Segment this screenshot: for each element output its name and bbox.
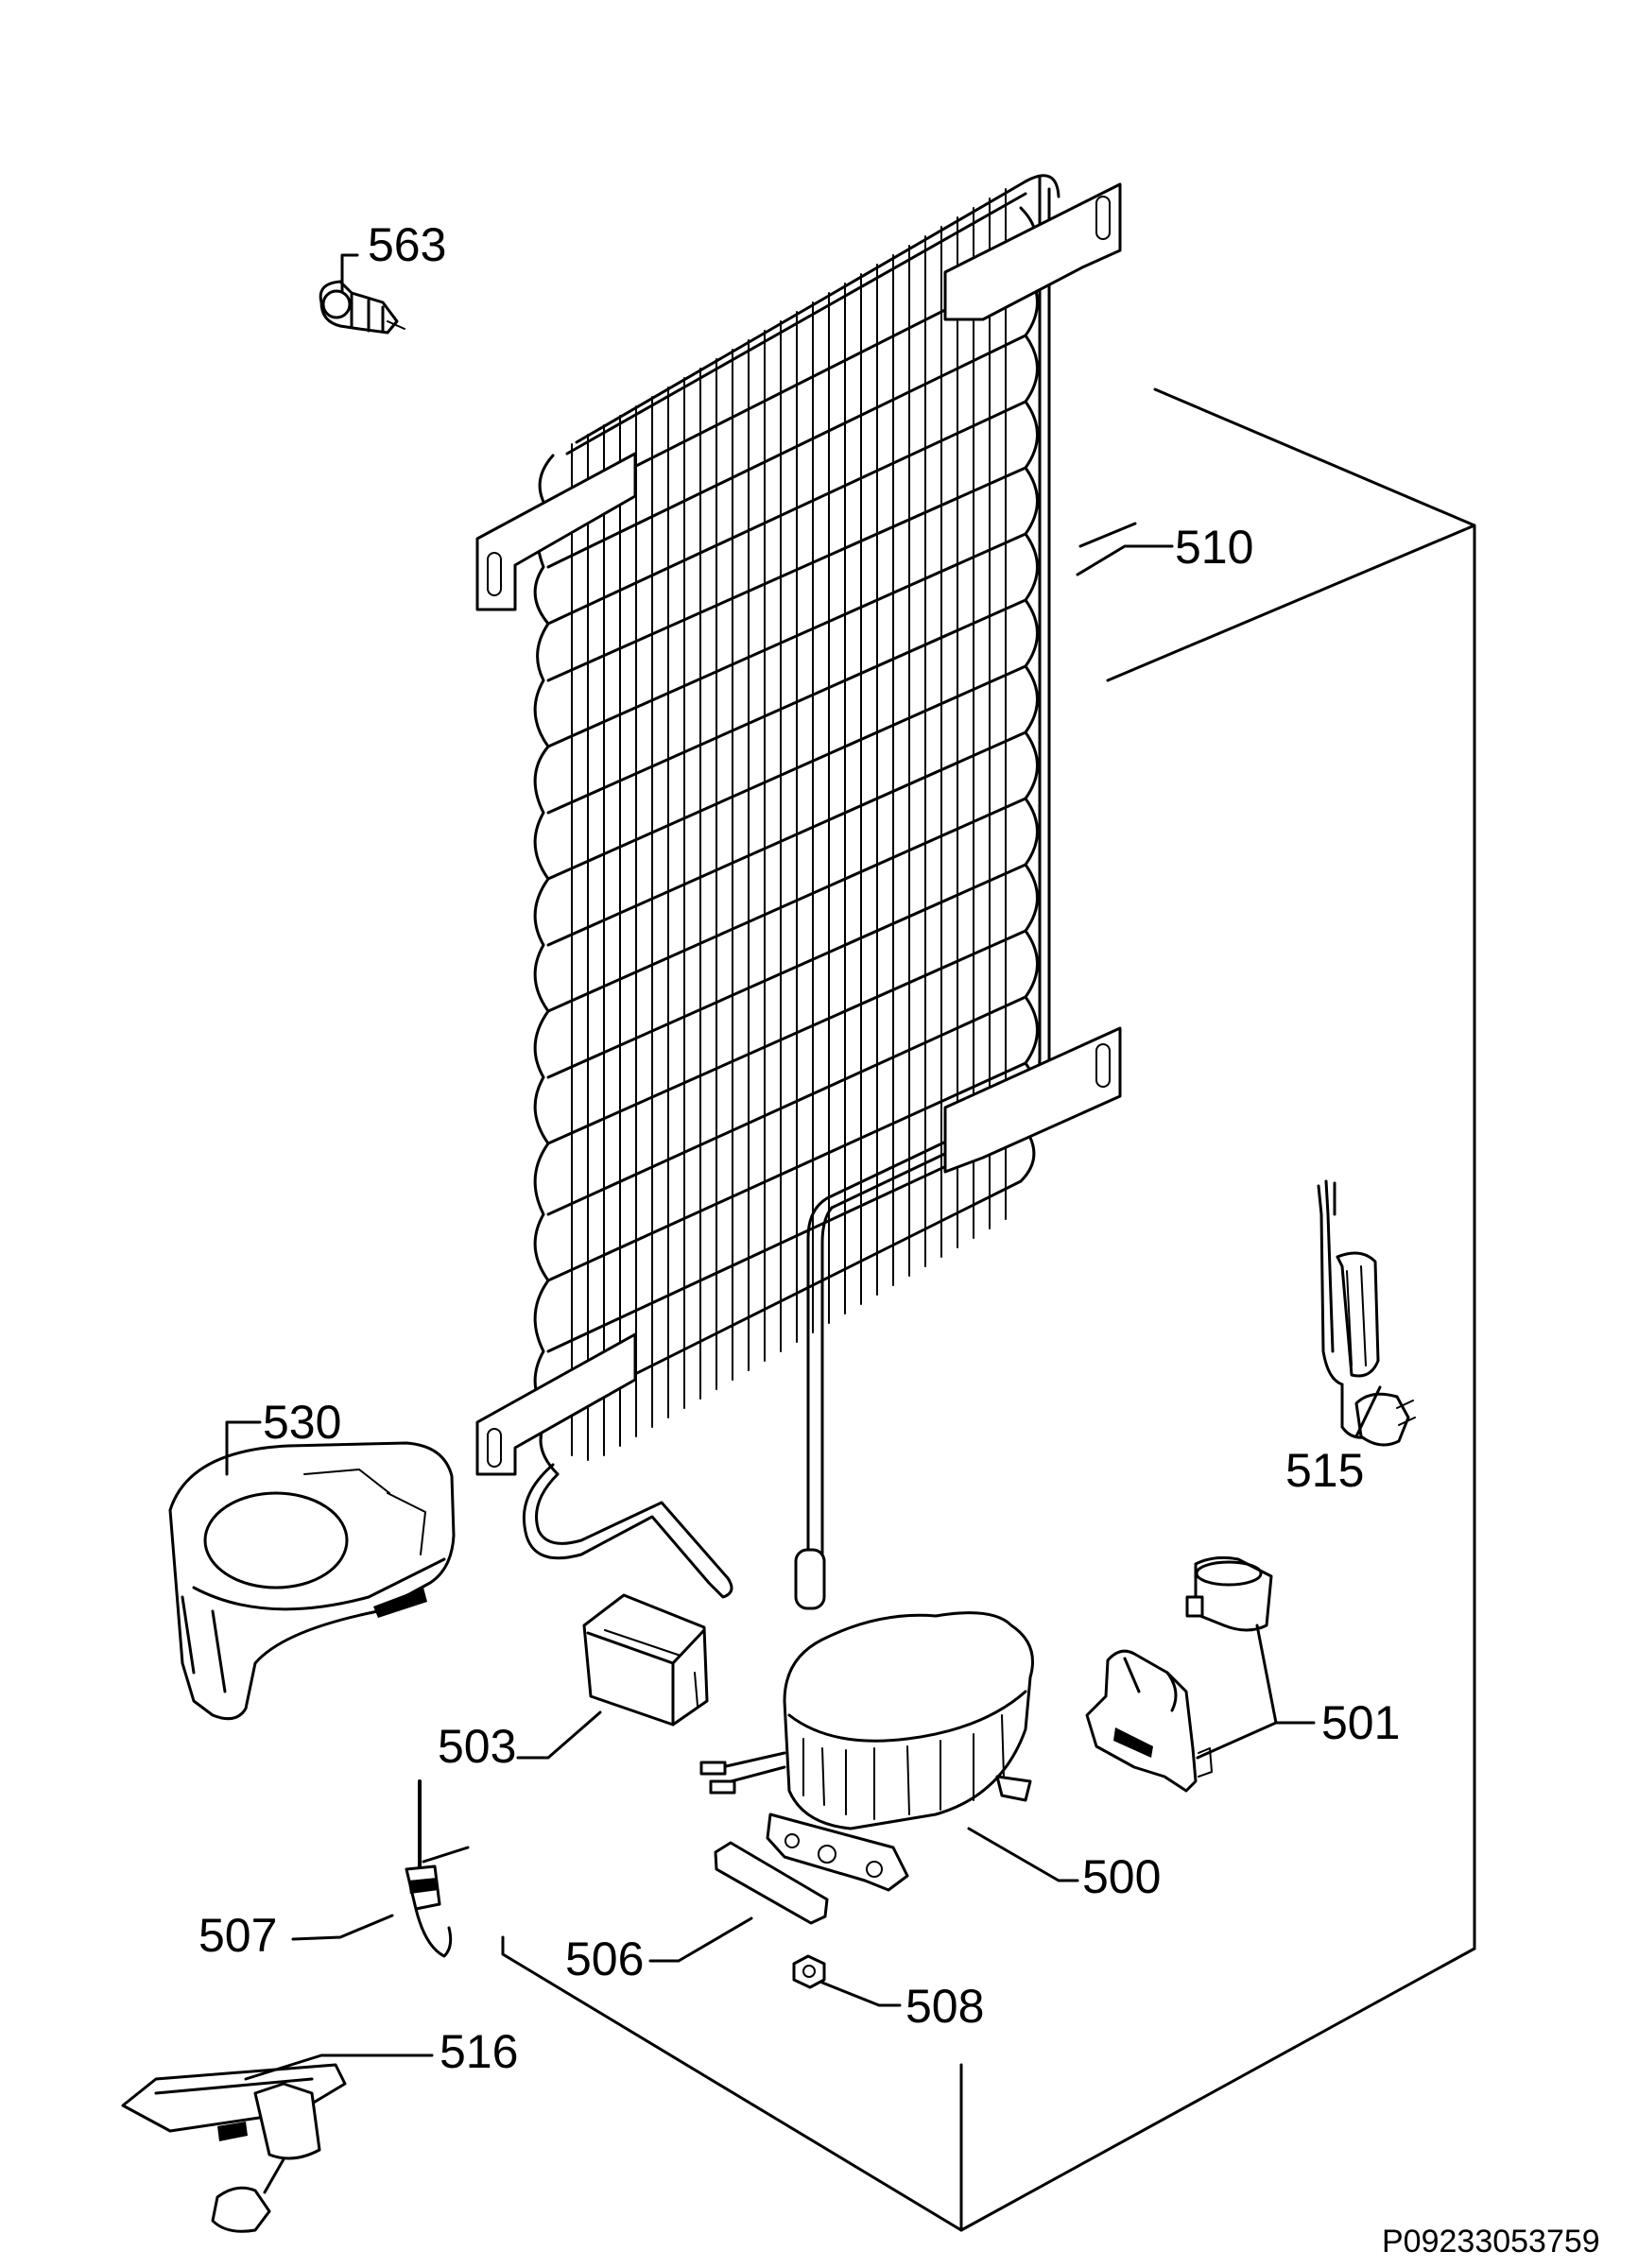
- part-563-clip: [319, 280, 405, 335]
- callout-500: 500: [1082, 1850, 1161, 1903]
- callout-515: 515: [1285, 1444, 1364, 1497]
- part-516-bracket: [121, 2063, 347, 2233]
- leader-530: [225, 1420, 262, 1476]
- leader-lines: [225, 253, 1382, 2081]
- leader-515: [1354, 1385, 1382, 1438]
- callout-labels: 563 510 530 515 501 503 500 507 506 508 …: [198, 218, 1600, 2259]
- part-530-drip-tray: [168, 1441, 456, 1721]
- condenser-coil: [475, 174, 1122, 1610]
- part-503-box: [582, 1593, 709, 1727]
- callout-530: 530: [263, 1396, 341, 1449]
- part-515-power-cord: [1317, 1179, 1416, 1447]
- part-500-compressor: [699, 1611, 1034, 1892]
- callout-563: 563: [368, 218, 446, 271]
- part-507-sensor: [405, 1779, 470, 1958]
- leader-501: [1196, 1624, 1316, 1760]
- part-508-nut: [792, 1954, 826, 1989]
- leader-503: [516, 1710, 602, 1760]
- leader-507: [291, 1914, 394, 1941]
- part-501-relay: [1085, 1555, 1273, 1793]
- leader-510: [1076, 544, 1174, 576]
- callout-516: 516: [440, 2025, 518, 2078]
- part-506-plate: [714, 1841, 829, 1925]
- leader-563: [340, 253, 359, 293]
- leader-506: [648, 1916, 753, 1963]
- leader-508: [820, 1981, 902, 2007]
- drawing-code: P09233053759: [1382, 2224, 1600, 2259]
- callout-503: 503: [438, 1720, 516, 1773]
- callout-507: 507: [198, 1909, 277, 1962]
- cabinet-outline: [501, 387, 1476, 2232]
- callout-506: 506: [565, 1933, 644, 1985]
- leader-500: [967, 1827, 1079, 1882]
- callout-508: 508: [905, 1980, 984, 2033]
- leader-516: [244, 2053, 434, 2081]
- callout-510: 510: [1175, 521, 1253, 574]
- callout-501: 501: [1321, 1696, 1400, 1749]
